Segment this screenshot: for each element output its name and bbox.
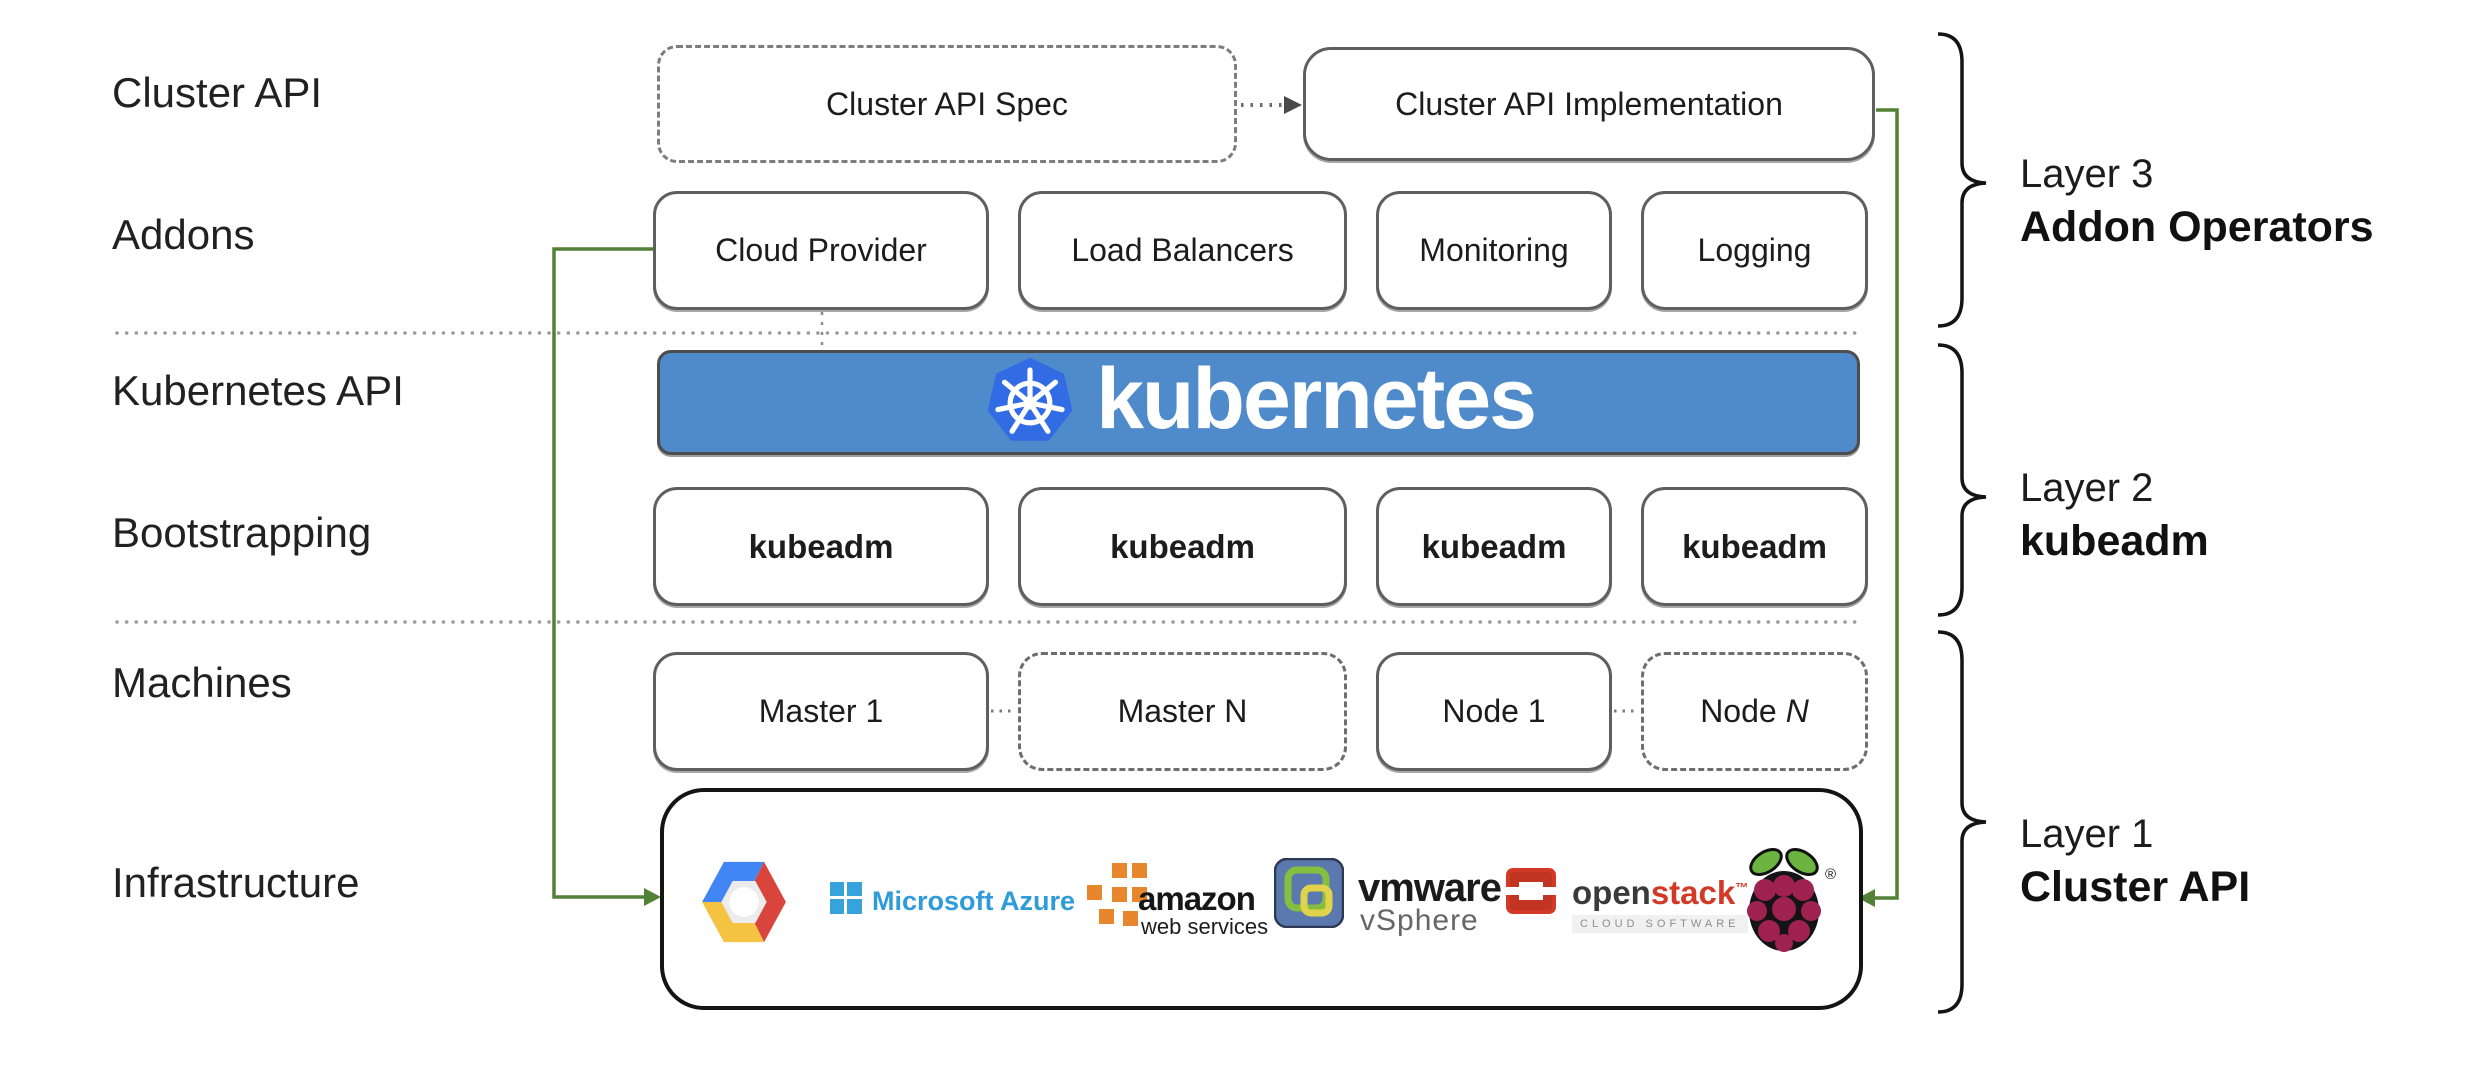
kubeadm-box-3: kubeadm (1376, 487, 1612, 606)
node-1-label: Node 1 (1442, 693, 1546, 729)
vmware-wordmark-secondary: vSphere (1360, 904, 1479, 937)
kubernetes-banner: kubernetes (657, 350, 1860, 455)
kubeadm-box-1: kubeadm (653, 487, 989, 606)
layer-3-label: Layer 3 Addon Operators (2020, 148, 2374, 256)
row-label-machines: Machines (112, 659, 292, 706)
kubernetes-wordmark: kubernetes (1096, 350, 1537, 447)
layer-2-label: Layer 2 kubeadm (2020, 462, 2209, 570)
cluster-api-implementation-label: Cluster API Implementation (1395, 85, 1783, 122)
row-label-addons: Addons (112, 211, 255, 258)
openstack-logo (1504, 868, 1560, 914)
row-label-cluster-api: Cluster API (112, 69, 323, 116)
openstack-wordmark-open: open (1572, 874, 1651, 911)
right-green-connector (1875, 108, 1899, 900)
left-green-connector (552, 247, 653, 899)
left-green-arrowhead (644, 888, 661, 906)
aws-wordmark-secondary: web services (1141, 914, 1269, 939)
machine-box-node-1: Node 1 (1376, 652, 1612, 771)
row-label-bootstrapping: Bootstrapping (112, 509, 372, 556)
layer-1-title: Layer 1 (2020, 812, 2154, 856)
kubeadm-box-2: kubeadm (1018, 487, 1347, 606)
kubernetes-wheel-icon (987, 357, 1073, 441)
microsoft-azure-logo (830, 882, 862, 914)
cluster-api-spec-label: Cluster API Spec (826, 85, 1068, 122)
kubeadm-label: kubeadm (1110, 527, 1255, 565)
layer-3-title: Layer 3 (2020, 152, 2154, 196)
raspberry-pi-icon (1747, 848, 1821, 952)
infrastructure-box: Microsoft Azure amazon web services vmwa… (660, 788, 1863, 1010)
raspberry-pi-registered-mark: ® (1824, 866, 1836, 883)
cluster-api-spec-box: Cluster API Spec (657, 45, 1237, 163)
cluster-api-implementation-box: Cluster API Implementation (1303, 47, 1875, 161)
azure-wordmark: Microsoft Azure (872, 886, 1076, 916)
addon-box-monitoring: Monitoring (1376, 191, 1612, 310)
row-label-kubernetes-api: Kubernetes API (112, 367, 404, 414)
layer-1-subtitle: Cluster API (2020, 863, 2251, 911)
node-n-label-suffix: N (1785, 693, 1809, 729)
vmware-wordmark-primary: vmware (1358, 866, 1502, 910)
kubeadm-label: kubeadm (1421, 527, 1567, 565)
kubeadm-label: kubeadm (748, 527, 894, 565)
openstack-wordmark-stack: stack (1650, 874, 1736, 911)
raspberry-pi-logo: ® (1742, 844, 1836, 960)
openstack-wordmark: openstack™ (1572, 876, 1748, 909)
aws-logo (1085, 862, 1149, 928)
node-n-label-prefix: Node (1700, 693, 1777, 729)
addon-box-load-balancers: Load Balancers (1018, 191, 1347, 310)
layer-3-subtitle: Addon Operators (2020, 203, 2374, 251)
machine-box-master-n: Master N (1018, 652, 1347, 771)
master-n-label: Master N (1117, 693, 1248, 729)
spec-to-implementation-arrowhead (1284, 96, 1302, 114)
kubeadm-box-4: kubeadm (1641, 487, 1868, 606)
aws-wordmark-primary: amazon (1138, 880, 1256, 917)
layer-2-title: Layer 2 (2020, 466, 2154, 510)
layer-2-subtitle: kubeadm (2020, 517, 2209, 565)
addon-box-cloud-provider: Cloud Provider (653, 191, 989, 310)
monitoring-label: Monitoring (1419, 232, 1569, 268)
kubeadm-label: kubeadm (1682, 527, 1827, 565)
vmware-vsphere-logo (1274, 858, 1344, 928)
google-cloud-logo (702, 861, 786, 943)
layer1-brace (1937, 630, 1987, 1014)
openstack-tm: ™ (1735, 880, 1749, 895)
layer-1-label: Layer 1 Cluster API (2020, 808, 2250, 916)
cloud-provider-label: Cloud Provider (715, 232, 927, 268)
master-1-label: Master 1 (758, 693, 884, 729)
logging-label: Logging (1697, 232, 1812, 268)
load-balancers-label: Load Balancers (1071, 232, 1294, 268)
openstack-tagline: CLOUD SOFTWARE (1572, 915, 1748, 933)
machine-box-master-1: Master 1 (653, 652, 989, 771)
addon-box-logging: Logging (1641, 191, 1868, 310)
layer2-brace (1937, 343, 1987, 617)
layer3-brace (1937, 32, 1987, 328)
row-label-infrastructure: Infrastructure (112, 859, 360, 906)
